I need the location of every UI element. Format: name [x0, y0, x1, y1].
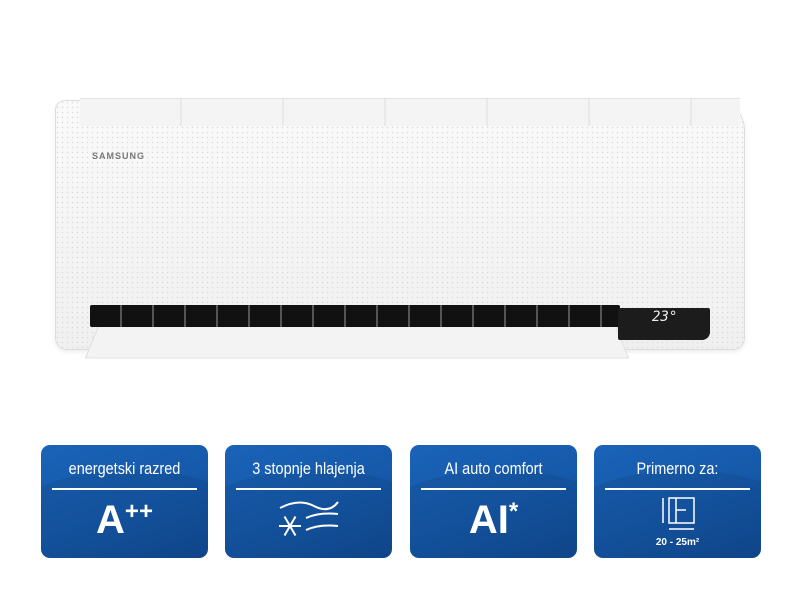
display-temperature: 23° [652, 309, 678, 325]
temperature-display [618, 308, 710, 340]
ac-top-grille [80, 98, 740, 126]
feature-card-ai: AI auto comfort AI* [410, 445, 577, 558]
card-title: 3 stopnje hlajenja [252, 459, 365, 478]
card-title: Primerno za: [636, 459, 719, 478]
air-vent [90, 305, 620, 327]
room-size-icon [661, 497, 695, 530]
card-title: energetski razred [68, 459, 181, 478]
feature-card-room-size: Primerno za: 20 - 25m² [594, 445, 761, 558]
feature-card-energy: energetski razred A++ [41, 445, 208, 558]
divider [605, 488, 750, 490]
ai-badge: AI* [468, 498, 519, 542]
feature-card-cooling: 3 stopnje hlajenja [225, 445, 392, 558]
divider [421, 488, 566, 490]
divider [236, 488, 381, 490]
snowflake-airflow-icon [278, 501, 339, 537]
card-title: AI auto comfort [444, 459, 543, 478]
air-flap [84, 324, 630, 359]
brand-logo: SAMSUNG [92, 151, 146, 161]
room-area: 20 - 25m² [655, 537, 700, 548]
divider [52, 488, 197, 490]
energy-class-value: A++ [96, 498, 153, 542]
